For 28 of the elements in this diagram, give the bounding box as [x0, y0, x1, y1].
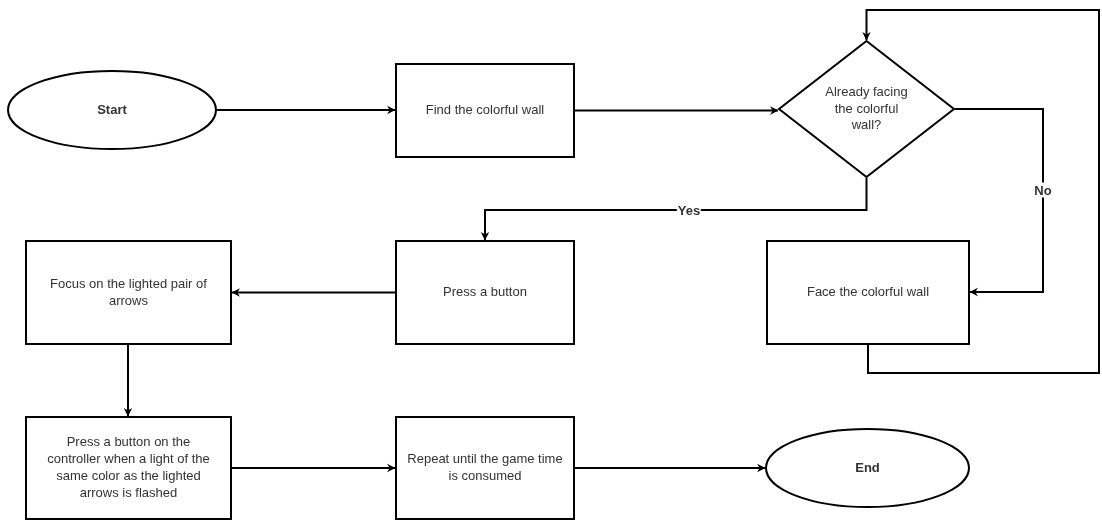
process-box — [395, 240, 575, 345]
terminal-ellipse — [765, 428, 970, 508]
arrow — [954, 108, 1044, 297]
arrow — [574, 106, 779, 115]
step-text: Press a button — [442, 284, 528, 301]
arrow — [123, 344, 133, 417]
process-box — [25, 416, 232, 520]
step-text: Find the colorful wall — [424, 102, 546, 119]
arrow — [216, 105, 396, 115]
arrow — [480, 177, 868, 241]
step-text: Focus on the lighted pair of arrows — [49, 275, 208, 310]
process-box — [766, 240, 970, 345]
arrow — [231, 288, 396, 297]
step-text: Face the colorful wall — [805, 284, 931, 301]
process-box — [395, 416, 575, 520]
process-box — [395, 63, 575, 158]
arrow — [231, 463, 396, 473]
decision-diamond — [778, 40, 955, 178]
process-box — [25, 240, 232, 345]
terminal-label: End — [854, 459, 881, 477]
step-text: Press a button on the controller when a light of the same color as the lighted arrows is flashed — [46, 434, 211, 502]
terminal-ellipse — [7, 70, 217, 150]
terminal-label: Start — [96, 101, 128, 119]
step-text: Repeat until the game time is consumed — [406, 451, 564, 485]
decision-text: Already facing the colorful wall? — [824, 83, 909, 135]
edge-label: No — [1033, 182, 1053, 198]
arrow — [862, 9, 1100, 374]
arrow — [574, 463, 766, 473]
